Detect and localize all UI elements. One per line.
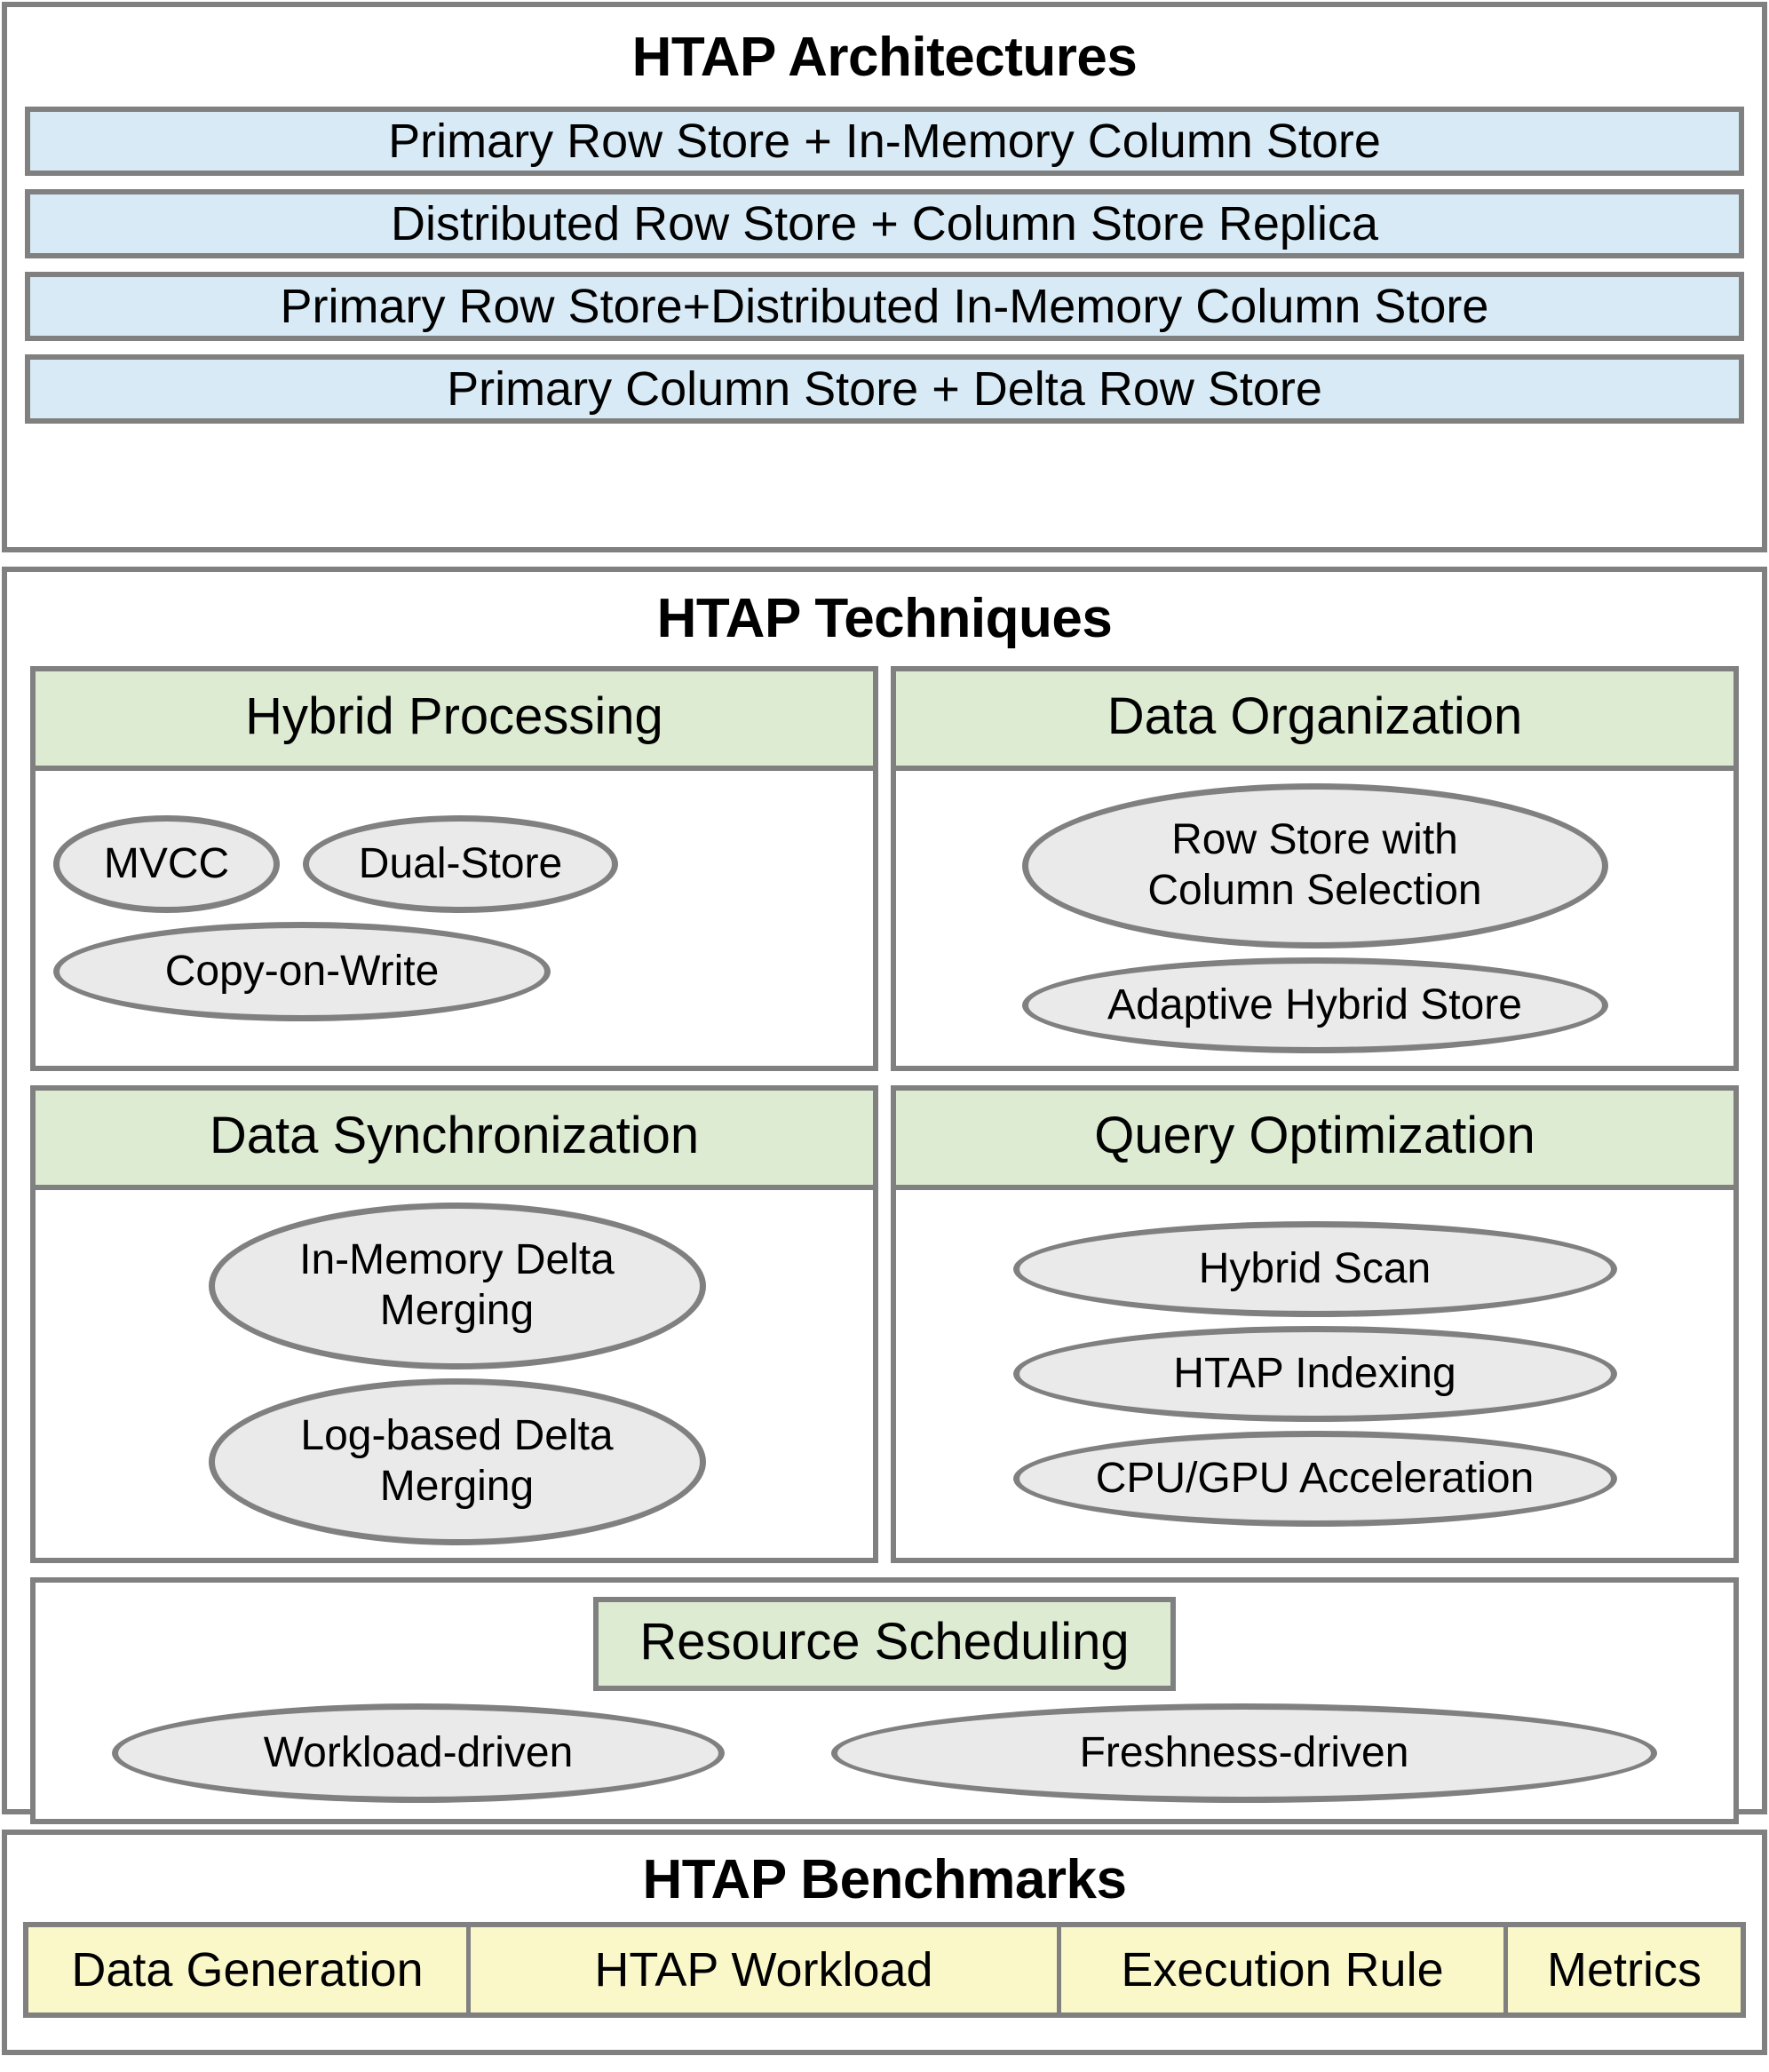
card-body-hybrid-processing: MVCC Dual-Store Copy-on-Write (36, 771, 873, 1066)
techniques-grid: Hybrid Processing MVCC Dual-Store Copy-o… (7, 666, 1762, 1824)
architecture-item-4[interactable]: Primary Column Store + Delta Row Store (25, 354, 1744, 424)
technique-card-hybrid-processing: Hybrid Processing MVCC Dual-Store Copy-o… (30, 666, 878, 1071)
card-heading-data-synchronization: Data Synchronization (36, 1091, 873, 1190)
technique-card-query-optimization: Query Optimization Hybrid Scan HTAP Inde… (891, 1085, 1739, 1563)
card-heading-hybrid-processing: Hybrid Processing (36, 671, 873, 771)
benchmarks-title: HTAP Benchmarks (642, 1849, 1127, 1910)
architecture-item-2[interactable]: Distributed Row Store + Column Store Rep… (25, 189, 1744, 258)
technique-pill-copy-on-write[interactable]: Copy-on-Write (53, 922, 551, 1021)
card-body-data-synchronization: In-Memory Delta Merging Log-based Delta … (36, 1190, 873, 1558)
technique-pill-adaptive-hybrid-store[interactable]: Adaptive Hybrid Store (1021, 957, 1608, 1053)
technique-pill-dual-store[interactable]: Dual-Store (303, 815, 618, 913)
technique-pill-workload-driven[interactable]: Workload-driven (112, 1703, 725, 1803)
card-heading-query-optimization: Query Optimization (896, 1091, 1733, 1190)
technique-pill-htap-indexing[interactable]: HTAP Indexing (1012, 1326, 1617, 1422)
benchmark-cell-data-generation[interactable]: Data Generation (28, 1927, 471, 2012)
htap-architectures-section: HTAP Architectures Primary Row Store + I… (2, 2, 1767, 552)
techniques-title: HTAP Techniques (656, 588, 1113, 649)
technique-pill-mvcc[interactable]: MVCC (53, 815, 280, 913)
technique-pill-in-memory-delta-merging[interactable]: In-Memory Delta Merging (208, 1203, 706, 1369)
pill-row: MVCC Dual-Store (46, 815, 862, 913)
architecture-item-1[interactable]: Primary Row Store + In-Memory Column Sto… (25, 107, 1744, 176)
technique-pill-row-store-with-column-selection[interactable]: Row Store with Column Selection (1021, 783, 1608, 949)
card-body-data-organization: Row Store with Column Selection Adaptive… (896, 771, 1733, 1066)
technique-pill-cpu-gpu-acceleration[interactable]: CPU/GPU Acceleration (1012, 1431, 1617, 1527)
technique-card-data-organization: Data Organization Row Store with Column … (891, 666, 1739, 1071)
technique-pill-log-based-delta-merging[interactable]: Log-based Delta Merging (208, 1378, 706, 1545)
htap-benchmarks-section: HTAP Benchmarks Data Generation HTAP Wor… (2, 1830, 1767, 2055)
technique-pill-freshness-driven[interactable]: Freshness-driven (831, 1703, 1657, 1803)
htap-techniques-section: HTAP Techniques Hybrid Processing MVCC D… (2, 567, 1767, 1824)
architecture-item-3[interactable]: Primary Row Store+Distributed In-Memory … (25, 272, 1744, 341)
architectures-title: HTAP Architectures (631, 27, 1138, 88)
technique-pill-hybrid-scan[interactable]: Hybrid Scan (1012, 1221, 1617, 1317)
card-body-query-optimization: Hybrid Scan HTAP Indexing CPU/GPU Accele… (896, 1190, 1733, 1558)
card-heading-resource-scheduling: Resource Scheduling (593, 1597, 1176, 1691)
benchmarks-row: Data Generation HTAP Workload Execution … (23, 1922, 1746, 2018)
technique-card-data-synchronization: Data Synchronization In-Memory Delta Mer… (30, 1085, 878, 1563)
benchmark-cell-execution-rule[interactable]: Execution Rule (1061, 1927, 1508, 2012)
pill-row: Copy-on-Write (46, 922, 862, 1021)
technique-card-resource-scheduling: Resource Scheduling Workload-driven Fres… (30, 1577, 1739, 1824)
architectures-list: Primary Row Store + In-Memory Column Sto… (7, 107, 1762, 424)
benchmark-cell-htap-workload[interactable]: HTAP Workload (471, 1927, 1061, 2012)
card-heading-data-organization: Data Organization (896, 671, 1733, 771)
benchmark-cell-metrics[interactable]: Metrics (1508, 1927, 1741, 2012)
scheduling-pill-row: Workload-driven Freshness-driven (36, 1703, 1733, 1803)
